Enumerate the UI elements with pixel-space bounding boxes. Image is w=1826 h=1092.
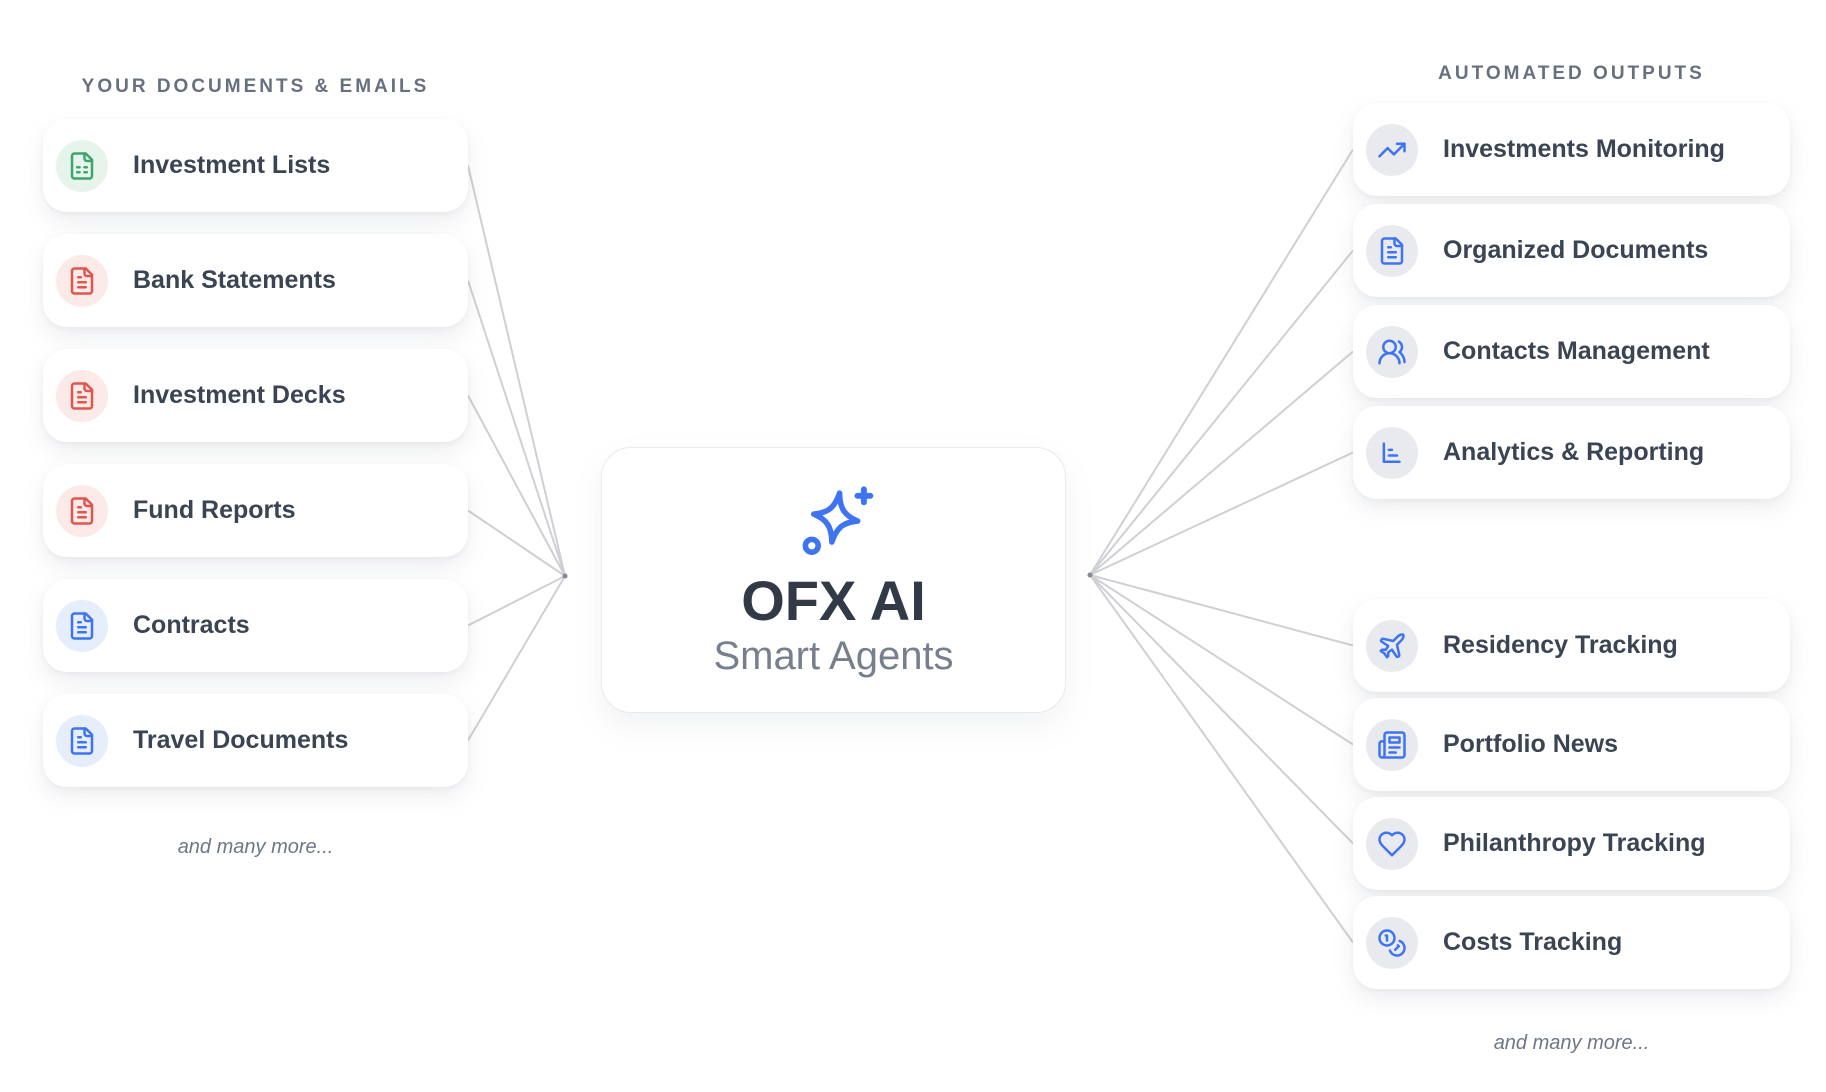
card-organized-documents: Organized Documents [1353,204,1790,297]
card-label: Analytics & Reporting [1443,438,1705,466]
connector-hub-dot [1087,572,1093,578]
connector-line [1089,451,1354,576]
card-contacts-management: Contacts Management [1353,305,1790,398]
users-icon [1366,325,1418,378]
file-text-icon [56,599,108,652]
trending-up-icon [1366,123,1418,176]
connector-line [467,509,566,577]
connector-line [467,165,566,577]
connector-hub-dot [562,573,568,579]
bar-chart-icon [1366,426,1418,479]
card-label: Investment Lists [133,151,331,179]
card-contracts: Contracts [43,579,468,672]
card-label: Contacts Management [1443,337,1710,365]
connector-line [1089,574,1354,845]
card-label: Residency Tracking [1443,631,1678,659]
spreadsheet-file-icon [56,139,108,192]
newspaper-icon [1366,718,1418,771]
card-residency-tracking: Residency Tracking [1353,599,1790,692]
card-travel-documents: Travel Documents [43,694,468,787]
outputs-footnote: and many more... [1493,1032,1650,1054]
connector-line [1089,574,1354,647]
ofx-ai-card: OFX AI Smart Agents [601,447,1066,713]
connector-line [467,575,566,742]
documents-column-header: YOUR DOCUMENTS & EMAILS [81,76,430,97]
outputs-column: AUTOMATED OUTPUTS Investments Monitoring… [1353,63,1790,1054]
card-label: Portfolio News [1443,730,1619,758]
connector-line [467,280,566,577]
card-label: Contracts [133,611,250,639]
center-card-subtitle: Smart Agents [713,633,954,678]
connector-line [467,395,566,577]
card-analytics-reporting: Analytics & Reporting [1353,406,1790,499]
coins-icon [1366,916,1418,969]
card-label: Investments Monitoring [1443,135,1725,163]
heart-icon [1366,817,1418,870]
card-label: Fund Reports [133,496,296,524]
card-investment-lists: Investment Lists [43,119,468,212]
card-philanthropy-tracking: Philanthropy Tracking [1353,797,1790,890]
card-label: Bank Statements [133,266,336,294]
connector-line [1089,148,1354,576]
connector-line [1089,350,1354,576]
documents-column: YOUR DOCUMENTS & EMAILS Investment Lists… [43,76,468,858]
card-portfolio-news: Portfolio News [1353,698,1790,791]
card-label: Costs Tracking [1443,928,1623,956]
card-bank-statements: Bank Statements [43,234,468,327]
connector-line [1089,574,1354,944]
center-card-title: OFX AI [741,569,926,632]
card-investments-monitoring: Investments Monitoring [1353,103,1790,196]
card-investment-decks: Investment Decks [43,349,468,442]
card-fund-reports: Fund Reports [43,464,468,557]
outputs-column-header: AUTOMATED OUTPUTS [1438,63,1705,84]
connector-line [1089,574,1354,746]
file-text-icon [56,484,108,537]
documents-footnote: and many more... [177,836,334,858]
file-text-icon [56,254,108,307]
card-label: Organized Documents [1443,236,1709,264]
file-text-icon [1366,224,1418,277]
file-text-icon [56,714,108,767]
connector-line [1089,249,1354,576]
sparkle-icon [802,486,873,555]
plane-icon [1366,619,1418,672]
card-costs-tracking: Costs Tracking [1353,896,1790,989]
card-label: Investment Decks [133,381,346,409]
card-label: Travel Documents [133,726,349,754]
connector-line [467,575,566,627]
file-text-icon [56,369,108,422]
card-label: Philanthropy Tracking [1443,829,1706,857]
